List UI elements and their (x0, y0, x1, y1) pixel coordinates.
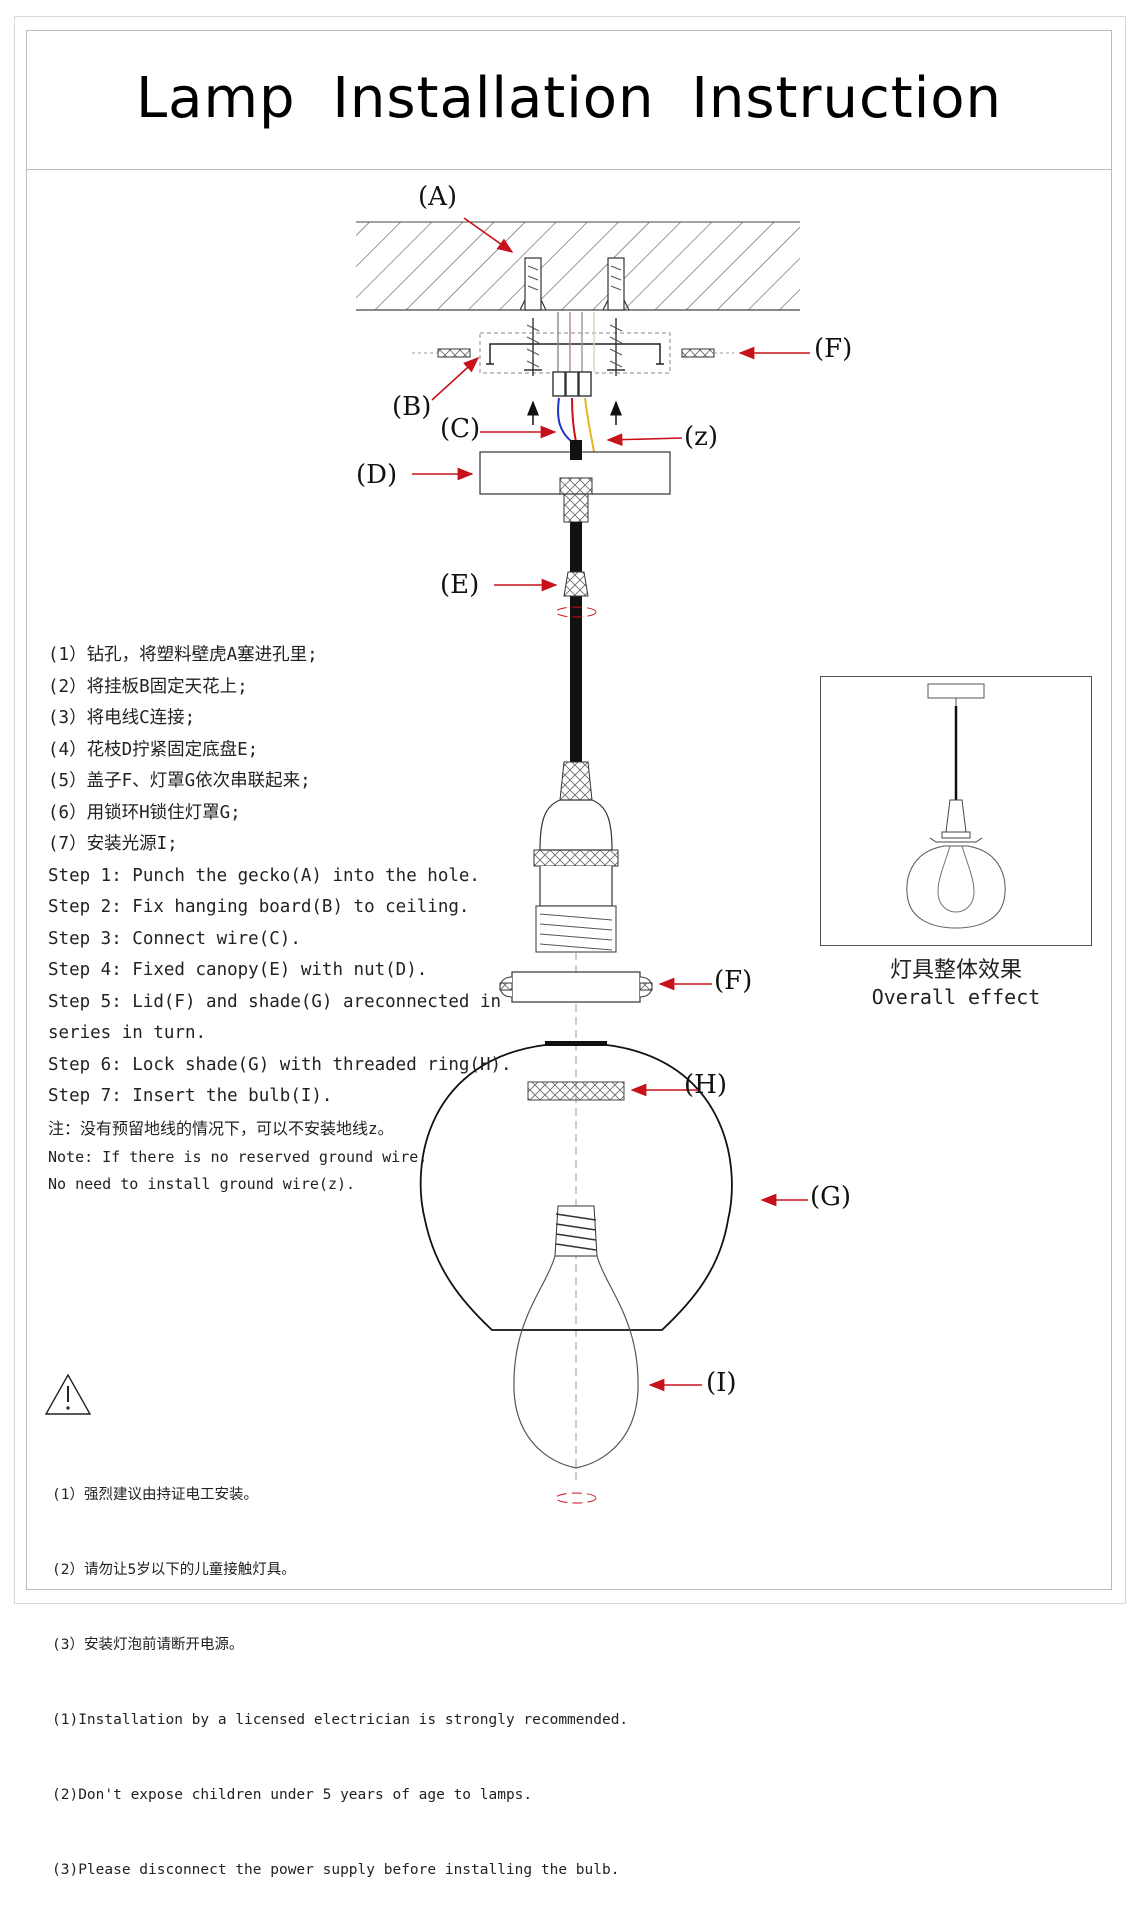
step-en-5: Step 5: Lid(F) and shade(G) areconnected… (48, 991, 502, 1012)
overall-effect-lamp (906, 683, 1006, 929)
step-cn-7: (7）安装光源I; (48, 834, 178, 854)
bulb (513, 1205, 639, 1504)
step-cn-3: (3）将电线C连接; (48, 708, 196, 728)
outer-border (14, 16, 1126, 1604)
lamp-holder (533, 761, 619, 953)
warning-list: (1）强烈建议由持证电工安装。 (2）请勿让5岁以下的儿童接触灯具。 (3）安装… (52, 1433, 628, 1908)
overall-effect-en: Overall effect (871, 985, 1041, 1009)
step-list: (1）钻孔，将塑料壁虎A塞进孔里; (2）将挂板B固定天花上; (3）将电线C连… (48, 640, 512, 1198)
step-en-1: Step 1: Punch the gecko(A) into the hole… (48, 865, 480, 886)
warning-cn-3: (3）安装灯泡前请断开电源。 (52, 1637, 244, 1653)
wall-plugs (519, 257, 630, 311)
label-e: (E) (440, 570, 480, 600)
note-en-2: No need to install ground wire(z). (48, 1175, 356, 1193)
installation-diagram (44, 217, 1006, 1504)
label-d: (D) (356, 460, 398, 490)
label-h: (H) (684, 1070, 727, 1100)
lid (499, 971, 653, 1003)
label-i: (I) (706, 1368, 737, 1398)
label-c: (C) (440, 414, 481, 444)
note-cn: 注：没有预留地线的情况下，可以不安装地线z。 (48, 1118, 394, 1138)
warning-en-3: (3)Please disconnect the power supply be… (52, 1862, 620, 1878)
step-cn-4: (4）花枝D拧紧固定底盘E; (48, 739, 259, 760)
step-cn-6: (6）用锁环H锁住灯罩G; (48, 802, 241, 823)
label-g: (G) (810, 1182, 852, 1212)
warning-en-2: (2)Don't expose children under 5 years o… (52, 1787, 533, 1803)
step-en-5-cont: series in turn. (48, 1023, 207, 1043)
shade (419, 1041, 733, 1331)
label-b: (B) (392, 392, 432, 422)
leader-arrows (412, 217, 810, 1392)
step-en-2: Step 2: Fix hanging board(B) to ceiling. (48, 897, 470, 917)
label-z: (z) (684, 422, 718, 452)
note-en-1: Note: If there is no reserved ground wir… (48, 1148, 428, 1166)
step-en-4: Step 4: Fixed canopy(E) with nut(D). (48, 960, 428, 980)
warning-icon (44, 1373, 92, 1415)
ceiling (356, 221, 800, 311)
step-cn-5: (5）盖子F、灯罩G依次串联起来; (48, 771, 311, 791)
label-f-top: (F) (814, 334, 853, 364)
step-en-7: Step 7: Insert the bulb(I). (48, 1086, 333, 1106)
page-frame (26, 30, 1112, 1590)
warning-cn-2: (2）请勿让5岁以下的儿童接触灯具。 (52, 1562, 296, 1578)
cord (570, 440, 582, 762)
step-en-3: Step 3: Connect wire(C). (48, 928, 301, 949)
title-bar: Lamp Installation Instruction (26, 30, 1112, 170)
hanging-board (412, 318, 734, 425)
overall-effect-cn: 灯具整体效果 (889, 958, 1022, 983)
warning-en-1: (1)Installation by a licensed electricia… (52, 1712, 629, 1728)
warning-cn-1: (1）强烈建议由持证电工安装。 (52, 1487, 258, 1503)
canopy (479, 451, 671, 523)
overall-effect-box (820, 676, 1092, 946)
label-a: (A) (418, 182, 458, 212)
step-cn-1: (1）钻孔，将塑料壁虎A塞进孔里; (48, 645, 318, 665)
step-en-6: Step 6: Lock shade(G) with threaded ring… (48, 1054, 512, 1075)
step-cn-2: (2）将挂板B固定天花上; (48, 676, 248, 697)
page-title: Lamp Installation Instruction (135, 66, 1003, 131)
label-f-mid: (F) (714, 966, 753, 996)
nut (555, 571, 597, 618)
